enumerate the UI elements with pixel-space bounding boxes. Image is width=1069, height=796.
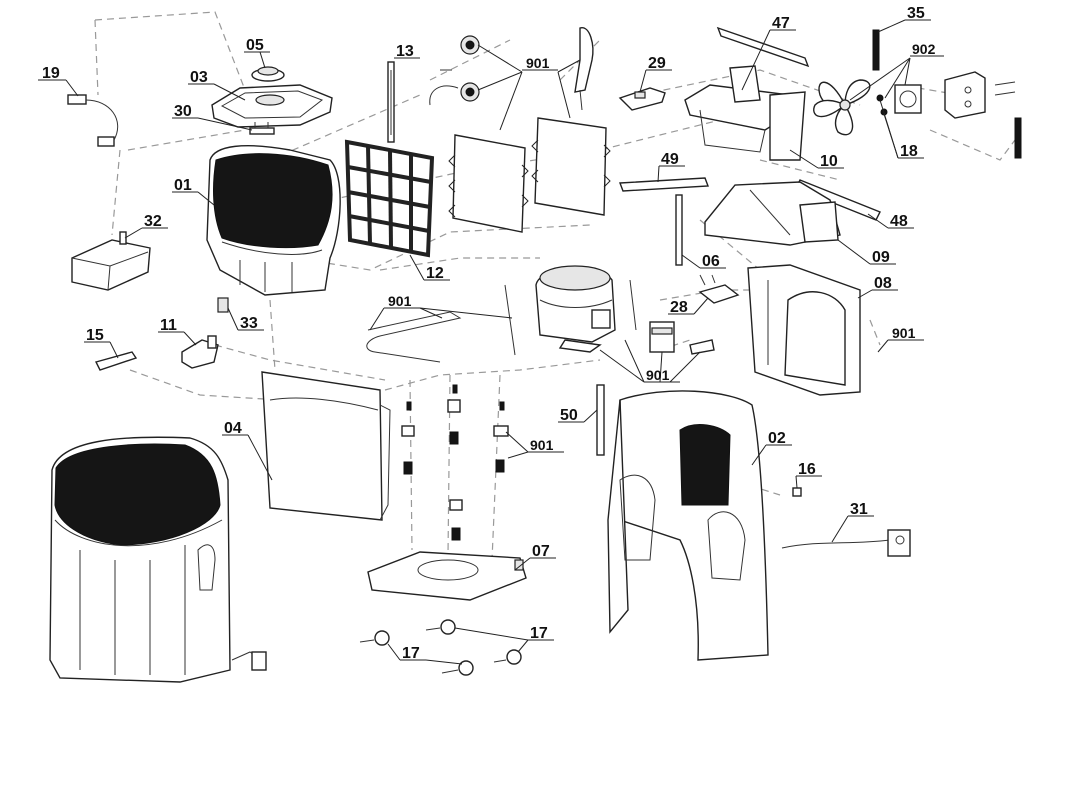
part-10-fan-bracket: [684, 65, 806, 161]
callout-17-left: 17: [402, 645, 420, 662]
part-901-pipe: [366, 311, 462, 363]
callout-02: 02: [768, 430, 786, 447]
callout-labels: 19 05 03 30 01 32 13 12 901 29 47 35 902…: [42, 5, 936, 662]
part-compressor: [504, 265, 637, 356]
callout-901-pipe: 901: [388, 293, 412, 309]
callout-12: 12: [426, 265, 444, 282]
part-11-sensor: [181, 335, 219, 369]
part-03-top-cover: [211, 84, 333, 128]
part-05-cap: [251, 66, 285, 82]
part-32-bracket: [71, 231, 151, 291]
part-902-fan: [813, 79, 922, 136]
callout-33: 33: [240, 315, 258, 332]
part-28-capacitor: [698, 274, 740, 304]
callout-901-compressor: 901: [646, 367, 670, 383]
part-31-power-cord: [781, 529, 911, 557]
part-16-screw: [792, 487, 802, 497]
callout-48: 48: [890, 213, 908, 230]
part-47-bar: [716, 26, 810, 68]
callout-901-right: 901: [892, 325, 916, 341]
callout-31: 31: [850, 501, 868, 518]
part-35-rod: [872, 29, 1022, 159]
callout-35: 35: [907, 5, 925, 22]
part-17-feet: [359, 619, 522, 676]
part-50-rod: [596, 384, 605, 456]
part-01-front-housing: [206, 145, 341, 296]
part-15-handle: [94, 351, 138, 371]
callout-19: 19: [42, 65, 60, 82]
part-04-water-tank: [261, 371, 391, 521]
part-901-mounts: [401, 384, 509, 541]
callout-07: 07: [532, 543, 550, 560]
callout-11: 11: [160, 317, 177, 334]
callout-32: 32: [144, 213, 162, 230]
part-07-base-plate: [367, 551, 527, 601]
callout-30: 30: [174, 103, 192, 120]
assembled-dehumidifier: [49, 436, 267, 683]
callout-16: 16: [798, 461, 816, 478]
callout-901-top: 901: [526, 55, 550, 71]
part-29-control-board: [618, 87, 666, 111]
callout-901-mounts: 901: [530, 437, 554, 453]
part-901-relay: [649, 321, 715, 355]
callout-06: 06: [702, 253, 720, 270]
callout-09: 09: [872, 249, 890, 266]
part-08-rear-frame: [747, 264, 861, 396]
part-30-clip: [249, 122, 275, 135]
callout-leaders: [38, 19, 944, 665]
part-02-rear-housing: [607, 390, 769, 661]
part-06-rail: [675, 194, 683, 266]
part-19-float-sensor: [67, 94, 119, 147]
callout-50: 50: [560, 407, 578, 424]
part-49-strip: [619, 177, 709, 192]
part-33-small-block: [217, 297, 229, 313]
callout-03: 03: [190, 69, 208, 86]
callout-04: 04: [224, 420, 242, 437]
callout-01: 01: [174, 177, 192, 194]
callout-13: 13: [396, 43, 414, 60]
callout-18: 18: [900, 143, 918, 160]
part-13-rail: [387, 61, 395, 143]
callout-29: 29: [648, 55, 666, 72]
callout-05: 05: [246, 37, 264, 54]
callout-10: 10: [820, 153, 838, 170]
callout-15: 15: [86, 327, 104, 344]
callout-28: 28: [670, 299, 688, 316]
part-motor-bracket: [944, 71, 1016, 119]
callout-47: 47: [772, 15, 790, 32]
callout-08: 08: [874, 275, 892, 292]
callout-902: 902: [912, 41, 936, 57]
callout-17-right: 17: [530, 625, 548, 642]
part-901-coils: [429, 27, 611, 233]
part-12-filter-grid: [344, 139, 435, 258]
callout-49: 49: [661, 151, 679, 168]
